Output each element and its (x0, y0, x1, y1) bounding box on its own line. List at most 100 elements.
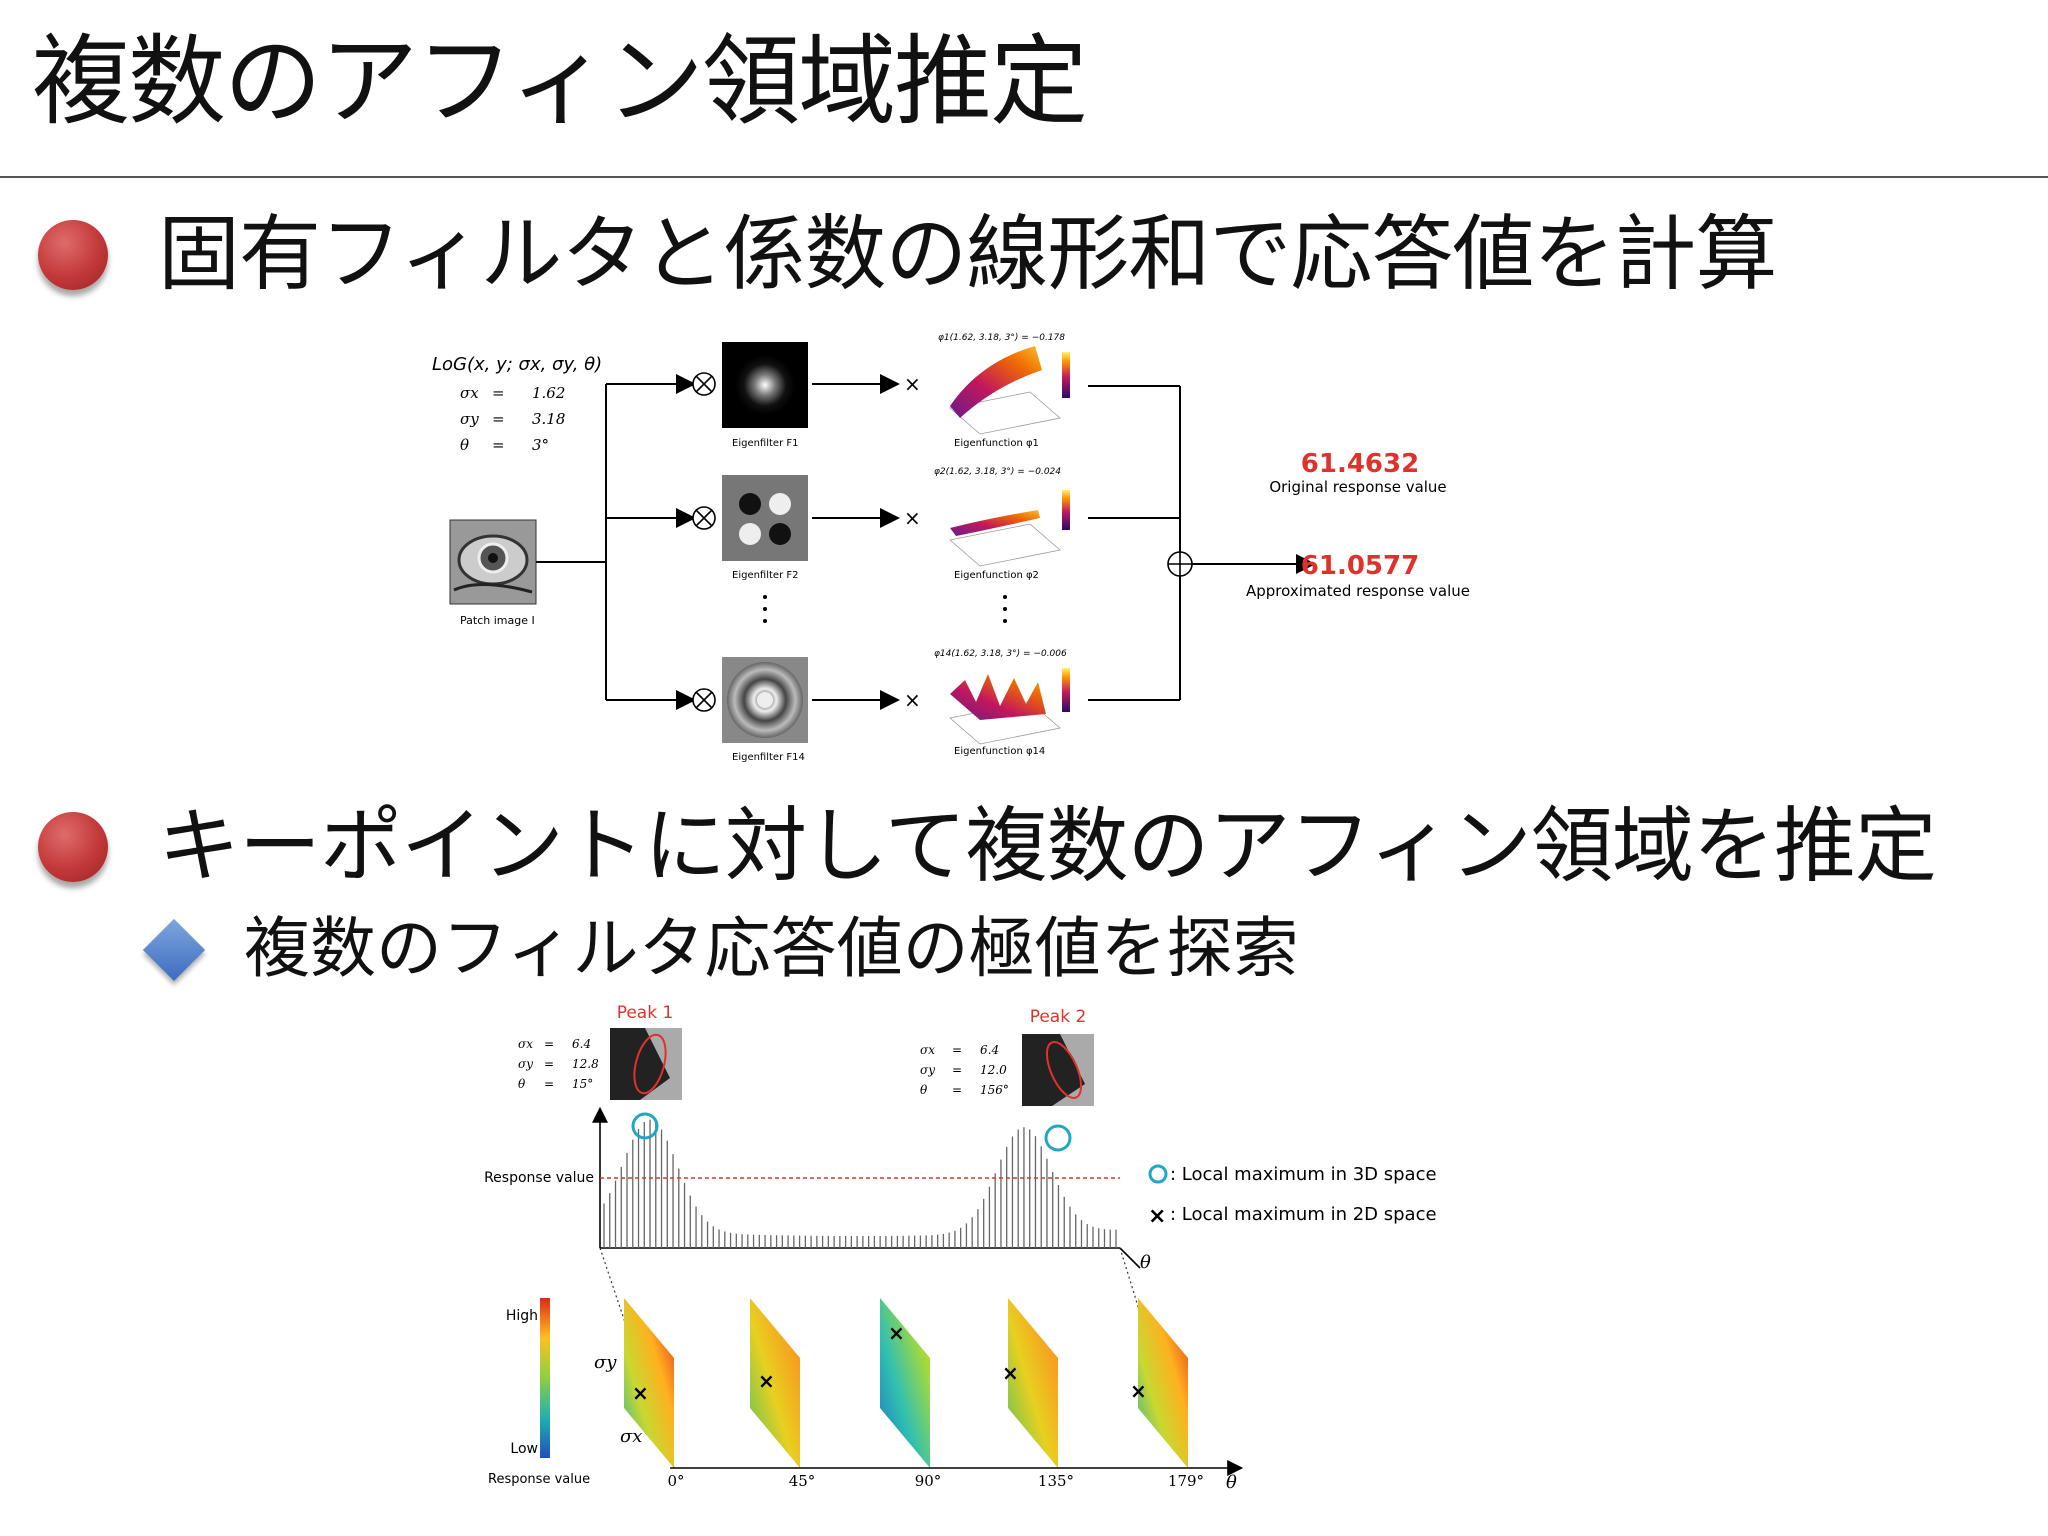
vertical-ellipsis (1003, 595, 1007, 623)
sigma-x-label: σx (620, 1426, 642, 1447)
param-val: 3.18 (532, 410, 565, 428)
eigenfilter-label: Eigenfilter F1 (732, 438, 799, 449)
param-sym: σy (518, 1057, 533, 1071)
bullet-circle-icon (38, 220, 108, 290)
original-response-value: 61.4632 (1301, 449, 1419, 479)
peak-2-thumbnail (1022, 1034, 1094, 1106)
patch-image (449, 519, 537, 605)
param-val: 12.8 (572, 1057, 599, 1071)
bottom-theta-label: θ (1226, 1472, 1237, 1493)
eigenfilter-14 (722, 657, 808, 743)
eigenfunction-label: Eigenfunction φ1 (954, 438, 1039, 449)
original-response-label: Original response value (1269, 478, 1446, 496)
param-sym: σx (518, 1037, 533, 1051)
vertical-ellipsis (763, 595, 767, 623)
peak-2-marker-icon (1044, 1124, 1072, 1152)
param-val: 12.0 (980, 1063, 1007, 1077)
sub-bullet-text: 複数のフィルタ応答値の極値を探索 (244, 910, 1299, 987)
param-val: 6.4 (572, 1037, 591, 1051)
peak-1-marker-icon (631, 1112, 659, 1140)
sigma-y-label: σy (594, 1352, 617, 1373)
eigenfunction-label: Eigenfunction φ14 (954, 746, 1045, 757)
sigma-map-135deg: × (1002, 1298, 1058, 1468)
eigenfunction-plot-2 (949, 490, 1070, 567)
multiply-operator-icon (692, 372, 716, 712)
times-operator: × × × (904, 372, 921, 712)
bullet-circle-icon (38, 812, 108, 882)
response-colorbar (540, 1298, 550, 1458)
param-eq: = (492, 436, 505, 454)
colorbar-high: High (506, 1308, 538, 1324)
bullet-text-2: キーポイントに対して複数のアフィン領域を推定 (158, 799, 1937, 894)
patch-label: Patch image I (460, 614, 535, 627)
param-eq: = (544, 1077, 554, 1091)
bullet-text-1: 固有フィルタと係数の線形和で応答値を計算 (158, 207, 1777, 302)
eigenfilter-1 (722, 342, 808, 428)
peak-1-label: Peak 1 (617, 1003, 674, 1023)
eigenfunction-plot-1 (949, 346, 1070, 435)
local-max-3d-icon (1148, 1164, 1168, 1184)
angle-tick: 45° (789, 1472, 816, 1490)
eigenfilter-2 (722, 475, 808, 561)
peak-1-thumbnail (610, 1028, 682, 1100)
eigenfunction-plot-14 (949, 668, 1070, 745)
legend-3d: : Local maximum in 3D space (1170, 1164, 1437, 1185)
legend-2d: : Local maximum in 2D space (1170, 1204, 1437, 1225)
eigenfunction-title: φ14(1.62, 3.18, 3°) = −0.006 (934, 649, 1067, 659)
param-val: 15° (572, 1077, 593, 1091)
svg-text:×: × (1002, 1361, 1019, 1385)
param-val: 3° (532, 436, 549, 454)
approximated-response-label: Approximated response value (1246, 582, 1470, 600)
svg-text:×: × (888, 1321, 905, 1345)
param-val: 6.4 (980, 1043, 999, 1057)
param-sym: σy (920, 1063, 935, 1077)
angle-tick: 0° (667, 1472, 684, 1490)
svg-text:×: × (758, 1369, 775, 1393)
theta-axis-label: θ (1140, 1252, 1151, 1273)
eigenfilter-diagram: LoG(x, y; σx, σy, θ) σx = 1.62 σy = 3.18… (432, 333, 1470, 763)
response-histogram (603, 1119, 1117, 1248)
param-eq: = (952, 1083, 962, 1097)
approximated-response-value: 61.0577 (1301, 551, 1419, 581)
param-eq: = (544, 1057, 554, 1071)
svg-text:×: × (904, 688, 921, 712)
svg-text:×: × (904, 506, 921, 530)
angle-tick: 90° (915, 1472, 942, 1490)
param-eq: = (492, 384, 505, 402)
title-divider (0, 176, 2048, 178)
param-val: 156° (980, 1083, 1009, 1097)
eigenfilter-label: Eigenfilter F2 (732, 570, 799, 581)
sigma-map-45deg: × (750, 1298, 800, 1468)
eigenfunction-label: Eigenfunction φ2 (954, 570, 1039, 581)
colorbar-low: Low (510, 1441, 538, 1457)
angle-tick: 179° (1168, 1472, 1204, 1490)
svg-text:×: × (904, 372, 921, 396)
colorbar-caption: Response value (488, 1472, 590, 1487)
response-axis-label: Response value (484, 1170, 594, 1186)
param-sym: θ (460, 436, 469, 454)
param-sym: θ (920, 1083, 928, 1097)
sum-operator-icon (1167, 551, 1193, 577)
param-sym: σy (460, 410, 479, 428)
eigenfilter-label: Eigenfilter F14 (732, 752, 805, 763)
param-sym: θ (518, 1077, 526, 1091)
sigma-map-179deg: × (1130, 1298, 1188, 1468)
param-eq: = (952, 1043, 962, 1057)
param-sym: σx (920, 1043, 935, 1057)
sigma-map-90deg: × (880, 1298, 930, 1468)
peak-2-label: Peak 2 (1030, 1007, 1087, 1027)
param-eq: = (544, 1037, 554, 1051)
param-val: 1.62 (532, 384, 565, 402)
param-sym: σx (460, 384, 479, 402)
local-max-2d-icon: × (1148, 1204, 1166, 1229)
sigma-map-0deg: × (624, 1298, 674, 1468)
eigenfunction-title: φ1(1.62, 3.18, 3°) = −0.178 (938, 333, 1065, 343)
eigenfunction-title: φ2(1.62, 3.18, 3°) = −0.024 (934, 467, 1061, 477)
peak-search-diagram: Peak 1 σx = 6.4 σy = 12.8 θ = 15° Peak 2… (484, 1003, 1437, 1493)
svg-text:×: × (632, 1381, 649, 1405)
param-eq: = (952, 1063, 962, 1077)
svg-text:×: × (1130, 1379, 1147, 1403)
angle-tick: 135° (1038, 1472, 1074, 1490)
slide-title: 複数のアフィン領域推定 (32, 25, 1088, 139)
param-eq: = (492, 410, 505, 428)
